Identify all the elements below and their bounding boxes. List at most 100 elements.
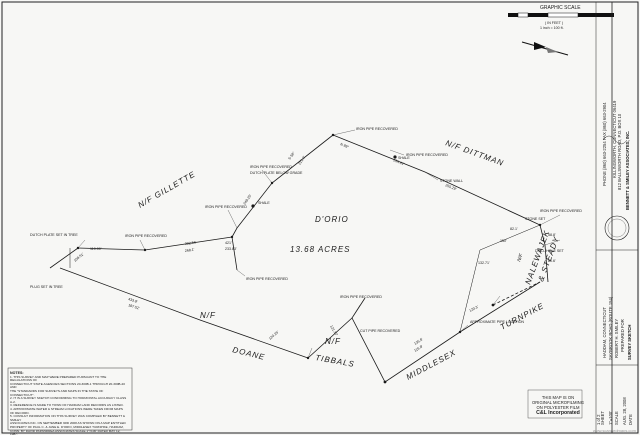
callout-cut: CUT PIPE RECOVERED xyxy=(360,329,401,333)
notes-line: PROPERTY OF PAUL C. & JANE E. D'ORIO, MI… xyxy=(10,424,124,429)
parcel-area: 13.68 ACRES xyxy=(290,245,351,254)
bearing-17: 108.51' xyxy=(73,252,85,263)
callout-pipe-5: IRON PIPE RECOVERED xyxy=(125,234,167,238)
bearing-8: 268.1' xyxy=(185,248,195,253)
callout-plug: PLUG SET IN TREE xyxy=(30,285,63,289)
bearing-11: 433.9' xyxy=(128,297,139,304)
graphic-scale-title: GRAPHIC SCALE xyxy=(540,5,581,11)
microfilm-stamp: THIS MAP IS ON ORIGINAL MICROFILMING ON … xyxy=(532,395,584,416)
north-arrow-icon xyxy=(521,41,569,56)
date-label: DATE xyxy=(628,414,633,425)
callout-stone-wall: STONE WALL xyxy=(440,179,463,183)
callout-pipe-8: IRON PIPE RECOVERED xyxy=(540,209,582,213)
date-value: AUG. 28, 2008 xyxy=(622,397,627,425)
bearing-20: 132.71' xyxy=(478,261,490,265)
callout-pipe-7: IRON PIPE RECOVERED xyxy=(340,295,382,299)
bearing-12: 187.52' xyxy=(128,303,141,311)
boundary-turnpike xyxy=(492,281,541,306)
callout-shale-2: SHALE xyxy=(398,156,410,160)
bearing-21: 150' xyxy=(500,239,507,243)
bearing-15: 135.6' xyxy=(413,337,424,346)
stamp-company: C&L Incorporated xyxy=(536,410,580,416)
firm-phone: PHONE (860) 663-2254 FAX (860) 663-2904 xyxy=(602,102,607,186)
callout-tree: DUTCH PLATE SET IN TREE xyxy=(30,233,78,237)
bearing-6: 249.25' xyxy=(243,193,253,205)
notes-line: 3. REFERENCE IS MADE TO TOWN OF HADDAM L… xyxy=(10,403,124,408)
callout-drill: DRILL HOLE SET xyxy=(535,249,565,253)
shale-marker-icon xyxy=(251,204,255,208)
notes-line: 4. APPROXIMATE WATER & STREAM LOCATIONS … xyxy=(10,406,123,415)
bearing-14: 121.37' xyxy=(329,325,338,337)
bearing-24: 80.6' xyxy=(548,259,556,263)
leader-lines xyxy=(77,129,561,359)
graphic-scale: GRAPHIC SCALE ( IN FEET ) 1 inch = 100 f… xyxy=(508,5,614,30)
notes-block: NOTES: 1. THIS SURVEY AND MAP WERE PREPA… xyxy=(10,371,128,437)
stamp-frame xyxy=(527,389,583,419)
notes-line: CONNECTICUT STATE AGENCIES SECTIONS 20-3… xyxy=(10,381,125,390)
callout-stone-set: STONE SET xyxy=(525,217,546,221)
label-gillette: N/F GILLETTE xyxy=(137,170,198,210)
prepared-for: PREPARED FOR xyxy=(620,319,625,352)
label-dittman: N/F DITTMAN xyxy=(444,138,505,167)
bearing-13: 120.25' xyxy=(268,330,280,341)
label-tibbals: TIBBALS xyxy=(315,353,356,369)
bearing-4: S 58° xyxy=(288,151,297,161)
bearing-1: N 89° xyxy=(340,142,350,149)
parcel-owner: D'ORIO xyxy=(315,215,349,224)
callout-pipe-1: IRON PIPE RECOVERED xyxy=(356,127,398,131)
callout-pipe-4: IRON PIPE RECOVERED xyxy=(205,205,247,209)
corner-markers xyxy=(76,133,542,384)
signature-icon xyxy=(602,135,628,145)
sheet-value: 1 of 2 xyxy=(596,414,601,425)
sheet-label: SHEET xyxy=(600,411,605,425)
shale2-marker-icon xyxy=(393,155,397,159)
sketch-title: SURVEY SKETCH xyxy=(627,325,632,360)
notes-line: ASSOCIATES INC. ON SEPTEMBER 3RD 2008 AS… xyxy=(10,421,126,426)
title-block: BENNETT & SMILEY ASSOCIATES, INC. 812 BA… xyxy=(595,2,638,433)
boundary-nalewajek xyxy=(459,224,541,333)
label-nalewajek-nf: N/F xyxy=(516,252,525,263)
engineer-seal-icon xyxy=(604,215,630,241)
callout-shale: SHALE xyxy=(258,201,270,205)
bearing-22: 82.1' xyxy=(510,227,518,231)
callout-pipe-3: IRON PIPE RECOVERED xyxy=(250,165,292,169)
graphic-scale-ratio: 1 inch = 100 ft. xyxy=(540,26,564,30)
notes-line: 1987. xyxy=(10,432,18,437)
boundary-south xyxy=(59,267,309,359)
firm-name: BENNETT & SMILEY ASSOCIATES, INC. xyxy=(625,131,630,210)
boundary-north xyxy=(332,134,541,226)
graphic-scale-units: ( IN FEET ) xyxy=(545,21,563,25)
bearing-18: 110.00' xyxy=(90,247,102,251)
client-town: HADDAM, CONNECTICUT xyxy=(602,307,607,358)
notes-line: 1. THIS SURVEY AND MAP WERE PREPARED PUR… xyxy=(10,374,107,383)
notes-line: THE "STANDARDS FOR SURVEYS AND MAPS IN T… xyxy=(10,388,104,397)
boundary-stub xyxy=(231,236,238,271)
footer-watermark: www.scannedmaps.com xyxy=(592,428,636,433)
stamp-line-3: ON POLYESTER FILM xyxy=(536,405,580,410)
callout-pipe-6: IRON PIPE RECOVERED xyxy=(246,277,288,281)
bearing-5: 221.7' xyxy=(298,155,307,165)
callout-approx: APPROXIMATE PIPE LOCATION xyxy=(470,320,524,324)
stamp-line-1: THIS MAP IS ON xyxy=(541,395,575,400)
notes-line: CONN. BY DAVID PAPANDREA ASSOCIATES SCAL… xyxy=(10,428,121,433)
bearing-labels: N 89° 234.41' 255.29' S 58° 221.7' 249.2… xyxy=(73,142,556,353)
boundary-west-tail xyxy=(49,247,79,269)
firm-address: 812 BALLSWORTH ROAD, P.O. BOX 10 xyxy=(617,113,622,190)
label-doane: DOANE xyxy=(232,345,267,362)
label-middlesex: MIDDLESEX xyxy=(405,348,458,382)
bearing-7: 322.56' xyxy=(185,240,197,246)
client-road: SAYBROOK ROAD (ROUTE 154) xyxy=(608,296,613,360)
client-name: ROBERT H. SMILEY xyxy=(614,319,619,358)
bearing-23: 58.8' xyxy=(548,233,556,237)
callout-labels: IRON PIPE RECOVERED IRON PIPE RECOVERED … xyxy=(30,127,582,333)
notes-frame xyxy=(7,367,133,431)
label-turnpike: TURNPIKE xyxy=(499,301,546,332)
callout-pipe-2: IRON PIPE RECOVERED xyxy=(406,153,448,157)
label-doane-nf: N/F xyxy=(200,311,216,320)
stamp-line-2: ORIGINAL MICROFILMING xyxy=(532,400,584,405)
notes-line: 5. CONSULT INFORMATION ON THIS SURVEY WA… xyxy=(10,414,125,422)
bearing-3: 255.29' xyxy=(445,183,458,191)
